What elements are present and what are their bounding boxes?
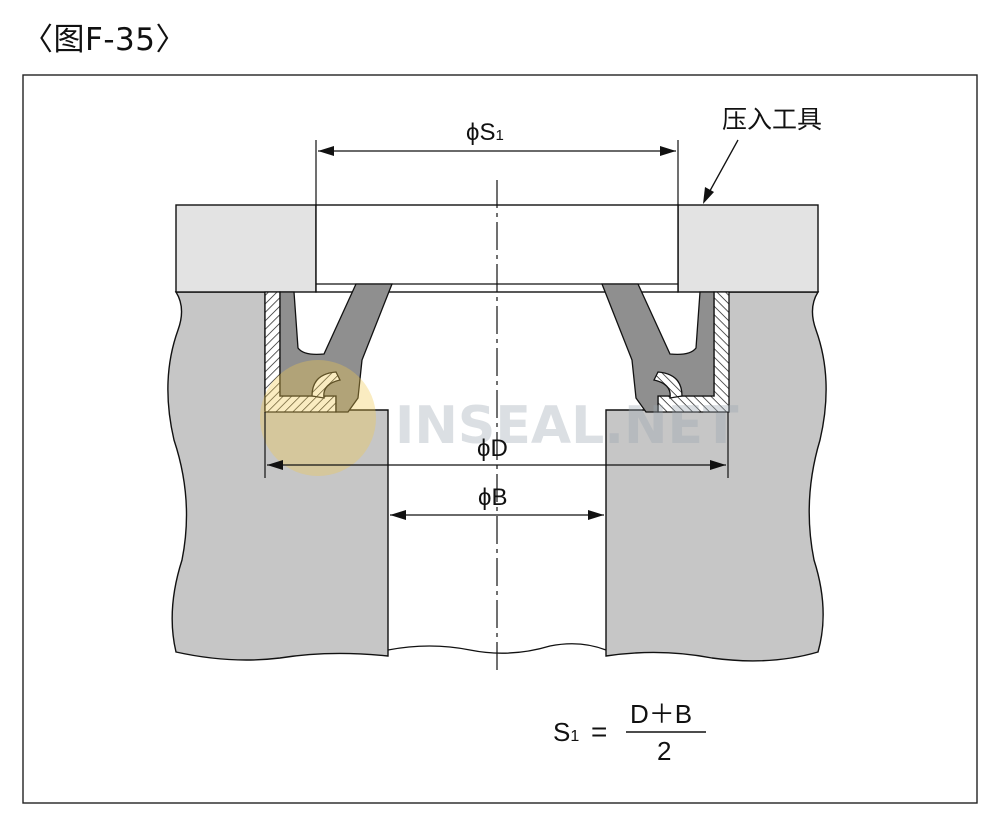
tool-label: 压入工具 (722, 105, 822, 134)
formula: S1 = D＋B 2 (553, 699, 706, 766)
watermark-text: INSEAL.NET (395, 396, 739, 456)
formula-numerator: D＋B (630, 699, 692, 729)
watermark: INSEAL.NET (260, 360, 739, 476)
tool-leader-line (705, 139, 739, 199)
s1-label: ϕS1 (466, 119, 504, 146)
figure-frame (22, 74, 978, 804)
d-label: ϕD (477, 435, 508, 462)
press-tool-right (677, 204, 819, 293)
d-arrow-left (267, 460, 283, 470)
housing-left (167, 291, 389, 661)
oil-seal-right (601, 283, 730, 413)
tool-leader-arrow (703, 187, 714, 204)
housing-right (605, 291, 827, 662)
formula-denominator: 2 (657, 736, 671, 766)
formula-lhs: S1 (553, 717, 579, 747)
watermark-logo (260, 360, 376, 476)
d-arrow-right (710, 460, 726, 470)
s1-arrow-right (660, 146, 676, 156)
figure-title: 〈图F-35〉 (22, 22, 187, 58)
formula-equals: = (591, 716, 607, 747)
press-tool-left (175, 204, 317, 293)
b-arrow-left (390, 510, 406, 520)
bore-break-line (387, 643, 607, 654)
b-arrow-right (588, 510, 604, 520)
s1-arrow-left (318, 146, 334, 156)
b-label: ϕB (478, 484, 507, 511)
